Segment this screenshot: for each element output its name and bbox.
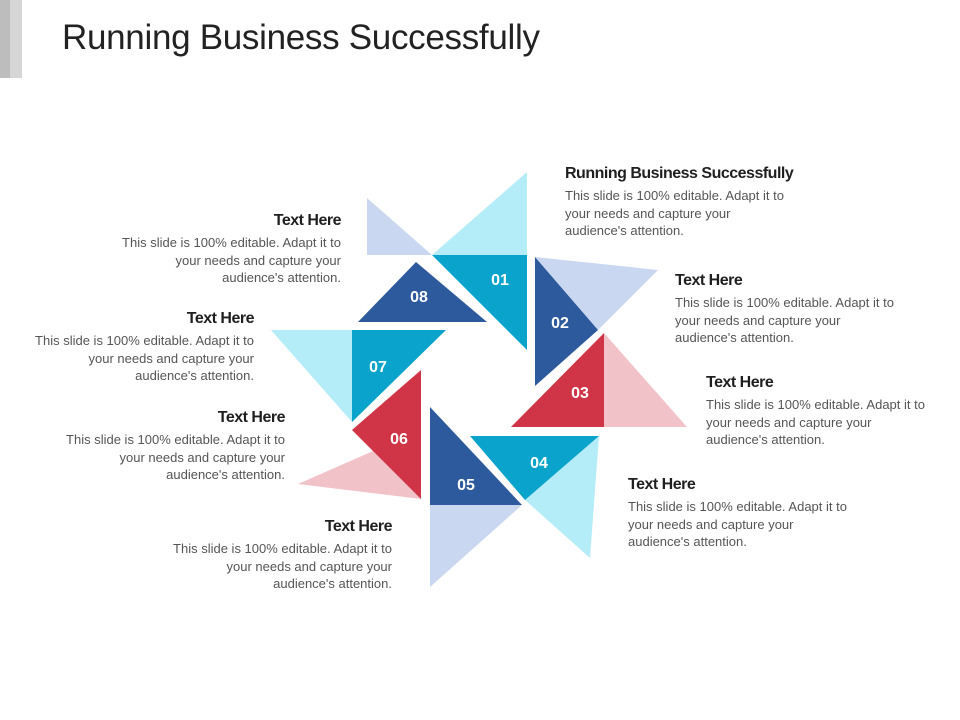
segment-01-number: 01 xyxy=(491,272,509,289)
segment-04-description: This slide is 100% editable. Adapt it to… xyxy=(628,499,847,549)
segment-05-description: This slide is 100% editable. Adapt it to… xyxy=(173,541,392,591)
segment-03-light-triangle xyxy=(604,333,687,427)
segment-01-heading: Running Business Successfully xyxy=(565,165,794,182)
segment-03-number: 03 xyxy=(571,385,589,402)
segment-05-number: 05 xyxy=(457,477,475,494)
segment-07-dark-triangle xyxy=(352,330,446,422)
segment-02-dark-triangle xyxy=(535,257,598,386)
segment-06-text-block: Text Here This slide is 100% editable. A… xyxy=(55,409,285,484)
segment-08-heading: Text Here xyxy=(273,212,342,229)
segment-01-description: This slide is 100% editable. Adapt it to… xyxy=(565,188,784,238)
segment-02-description: This slide is 100% editable. Adapt it to… xyxy=(675,295,894,345)
segment-02-heading: Text Here xyxy=(675,272,743,289)
corner-accent-bar xyxy=(0,0,22,78)
segment-07-light-triangle xyxy=(271,330,352,422)
segment-06-description: This slide is 100% editable. Adapt it to… xyxy=(66,432,285,482)
segment-03-description: This slide is 100% editable. Adapt it to… xyxy=(706,397,925,447)
segment-04-heading: Text Here xyxy=(628,476,696,493)
segment-06-heading: Text Here xyxy=(217,409,286,426)
segment-07-text-block: Text Here This slide is 100% editable. A… xyxy=(24,310,254,385)
segment-05-light-triangle xyxy=(430,505,522,587)
segment-03-dark-triangle xyxy=(511,333,604,427)
segment-08-description: This slide is 100% editable. Adapt it to… xyxy=(122,235,341,285)
segment-01-dark-triangle xyxy=(432,255,527,350)
segment-05-dark-triangle xyxy=(430,407,522,505)
segment-02-light-triangle xyxy=(535,257,658,330)
segment-06-dark-triangle xyxy=(352,370,421,499)
segment-07-heading: Text Here xyxy=(186,310,255,327)
segment-08-light-triangle xyxy=(367,198,432,255)
segment-04-number: 04 xyxy=(530,455,548,472)
segment-05-text-block: Text Here This slide is 100% editable. A… xyxy=(162,518,392,593)
segment-01-light-triangle xyxy=(432,172,527,255)
segment-03-text-block: Text Here This slide is 100% editable. A… xyxy=(706,374,936,449)
segment-08-dark-triangle xyxy=(358,262,487,322)
segment-08-number: 08 xyxy=(410,289,428,306)
segment-06-number: 06 xyxy=(390,431,408,448)
segment-05-heading: Text Here xyxy=(324,518,393,535)
segment-04-dark-triangle xyxy=(470,436,599,500)
segment-07-number: 07 xyxy=(369,359,387,376)
segment-02-number: 02 xyxy=(551,315,569,332)
segment-02-text-block: Text Here This slide is 100% editable. A… xyxy=(675,272,905,347)
segment-04-text-block: Text Here This slide is 100% editable. A… xyxy=(628,476,858,551)
segment-03-heading: Text Here xyxy=(706,374,774,391)
segment-08-text-block: Text Here This slide is 100% editable. A… xyxy=(111,212,341,287)
segment-04-light-triangle xyxy=(525,436,599,558)
segment-01-text-block: Running Business Successfully This slide… xyxy=(565,165,795,240)
slide-title: Running Business Successfully xyxy=(62,18,540,57)
segment-07-description: This slide is 100% editable. Adapt it to… xyxy=(35,333,254,383)
